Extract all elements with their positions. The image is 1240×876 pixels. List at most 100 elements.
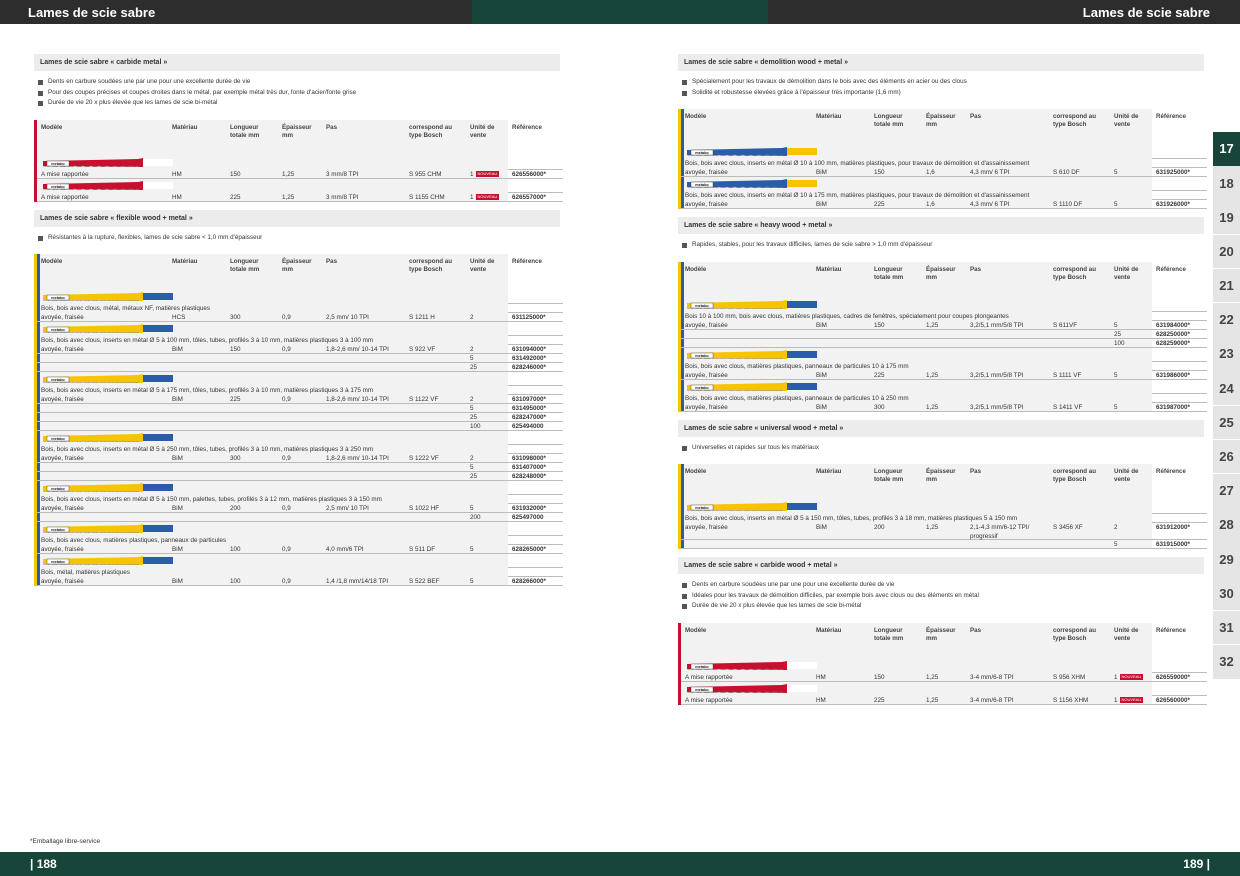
empty-cell [37, 404, 168, 413]
empty-cell [226, 513, 278, 522]
section-s1: Lames de scie sabre « carbide metal »Den… [34, 54, 563, 202]
unit-value: 1 [470, 170, 474, 178]
table-cell: 631986000* [1152, 370, 1207, 380]
chapter-tab-28[interactable]: 28 [1213, 508, 1240, 542]
empty-cell [812, 330, 870, 339]
chapter-tab-24[interactable]: 24 [1213, 371, 1240, 405]
table-cell: 631926000* [1152, 200, 1207, 209]
feature-item: Pour des coupes précises et coupes droit… [34, 88, 560, 99]
empty-cell [278, 463, 322, 472]
brand-logo: metabo [51, 487, 65, 491]
brand-logo: metabo [51, 162, 65, 166]
saw-blade-icon: metabo [687, 660, 817, 670]
table-cell: 150 [870, 673, 922, 682]
table-cell: 631492000* [508, 354, 563, 363]
column-header: Référence [1152, 464, 1207, 500]
chapter-tab-17[interactable]: 17 [1213, 132, 1240, 166]
section-s3: Lames de scie sabre « demolition wood + … [678, 54, 1207, 209]
empty-cell [226, 472, 278, 481]
table-cell: avoyée, fraisée [37, 313, 168, 322]
application-description: Bois, bois avec clous, inserts en métal … [41, 387, 374, 394]
table-cell: 631987000* [1152, 402, 1207, 412]
empty-cell [168, 363, 226, 372]
blade-image: metabo [681, 500, 1152, 514]
empty-cell [278, 413, 322, 422]
table-cell: S 1111 VF [1049, 371, 1110, 380]
empty-cell [37, 354, 168, 363]
brand-logo: metabo [51, 185, 65, 189]
column-header: Référence [1152, 261, 1207, 298]
empty-cell [168, 463, 226, 472]
section-title: Lames de scie sabre « carbide wood + met… [678, 557, 1204, 574]
chapter-tab-25[interactable]: 25 [1213, 405, 1240, 440]
page-number-left: | 188 [30, 857, 57, 871]
feature-list: Dents en carbure soudées une par une pou… [678, 580, 1204, 612]
feature-item: Durée de vie 20 x plus élevée que les la… [678, 601, 1204, 612]
table-cell: 628250000* [1152, 329, 1207, 339]
table-cell: HCS [168, 313, 226, 322]
empty-cell [966, 540, 1049, 549]
chapter-tab-27[interactable]: 27 [1213, 473, 1240, 508]
empty-cell [278, 422, 322, 431]
feature-item: Résistantes à la rupture, flexibles, lam… [34, 233, 560, 244]
blank-cell [508, 536, 563, 545]
empty-cell [405, 363, 466, 372]
table-cell: 631097000* [508, 395, 563, 404]
brand-logo: metabo [695, 665, 709, 669]
chapter-tab-30[interactable]: 30 [1213, 576, 1240, 611]
chapter-tab-19[interactable]: 19 [1213, 200, 1240, 235]
blade-image: metabo [37, 156, 508, 170]
column-header: Unité de vente [470, 258, 495, 273]
blank-cell [1152, 658, 1207, 673]
new-badge: NOUVEAU [475, 170, 500, 177]
table-cell: 300 [870, 403, 922, 412]
blade-image: metabo [681, 380, 1152, 394]
section-title: Lames de scie sabre « demolition wood + … [678, 54, 1204, 71]
table-cell: BiM [812, 523, 870, 540]
chapter-tab-21[interactable]: 21 [1213, 268, 1240, 303]
blank-cell [1152, 514, 1207, 523]
table-cell: BiM [168, 504, 226, 513]
column-header: Pas [970, 468, 982, 475]
table-cell: BiM [168, 545, 226, 554]
chapter-tab-23[interactable]: 23 [1213, 337, 1240, 371]
blank-cell [1152, 145, 1207, 159]
page-number-right: 189 | [1183, 857, 1210, 871]
section-s5: Lames de scie sabre « universal wood + m… [678, 419, 1207, 549]
table-cell: 200 [466, 513, 508, 522]
column-header: Référence [508, 254, 563, 290]
chapter-tab-32[interactable]: 32 [1213, 644, 1240, 679]
table-cell: avoyée, fraisée [681, 523, 812, 540]
table-cell: 3,2/5,1 mm/5/8 TPI [966, 403, 1049, 412]
table-cell: 5 [466, 545, 508, 554]
chapter-tab-29[interactable]: 29 [1213, 542, 1240, 576]
blank-cell [1152, 347, 1207, 362]
table-cell: BiM [168, 577, 226, 586]
table-cell: HM [812, 673, 870, 682]
table-cell: 3 mm/8 TPI [322, 170, 405, 179]
chapter-tab-18[interactable]: 18 [1213, 166, 1240, 200]
saw-blade-icon: metabo [43, 157, 173, 167]
table-cell: 5 [466, 577, 508, 586]
chapter-tab-22[interactable]: 22 [1213, 302, 1240, 337]
chapter-tab-20[interactable]: 20 [1213, 234, 1240, 269]
blank-cell [508, 155, 563, 170]
footer-bar: | 188 189 | [0, 852, 1240, 876]
column-header: Matériau [816, 265, 842, 273]
feature-list: Résistantes à la rupture, flexibles, lam… [34, 233, 560, 244]
chapter-tab-26[interactable]: 26 [1213, 439, 1240, 474]
column-header: Modèle [685, 468, 707, 475]
saw-blade-icon: metabo [43, 433, 173, 442]
section-s2: Lames de scie sabre « flexible wood + me… [34, 209, 563, 586]
section-title: Lames de scie sabre « heavy wood + metal… [678, 217, 1204, 234]
table-cell: 1,25 [922, 403, 966, 412]
feature-list: Spécialement pour les travaux de démolit… [678, 77, 1204, 98]
table-cell: 625494000 [508, 422, 563, 431]
chapter-tab-31[interactable]: 31 [1213, 610, 1240, 645]
blank-cell [1152, 681, 1207, 696]
table-cell: 1,8-2,6 mm/ 10-14 TPI [322, 454, 405, 463]
blade-image: metabo [681, 145, 1152, 159]
table-cell: S 522 BEF [405, 577, 466, 586]
